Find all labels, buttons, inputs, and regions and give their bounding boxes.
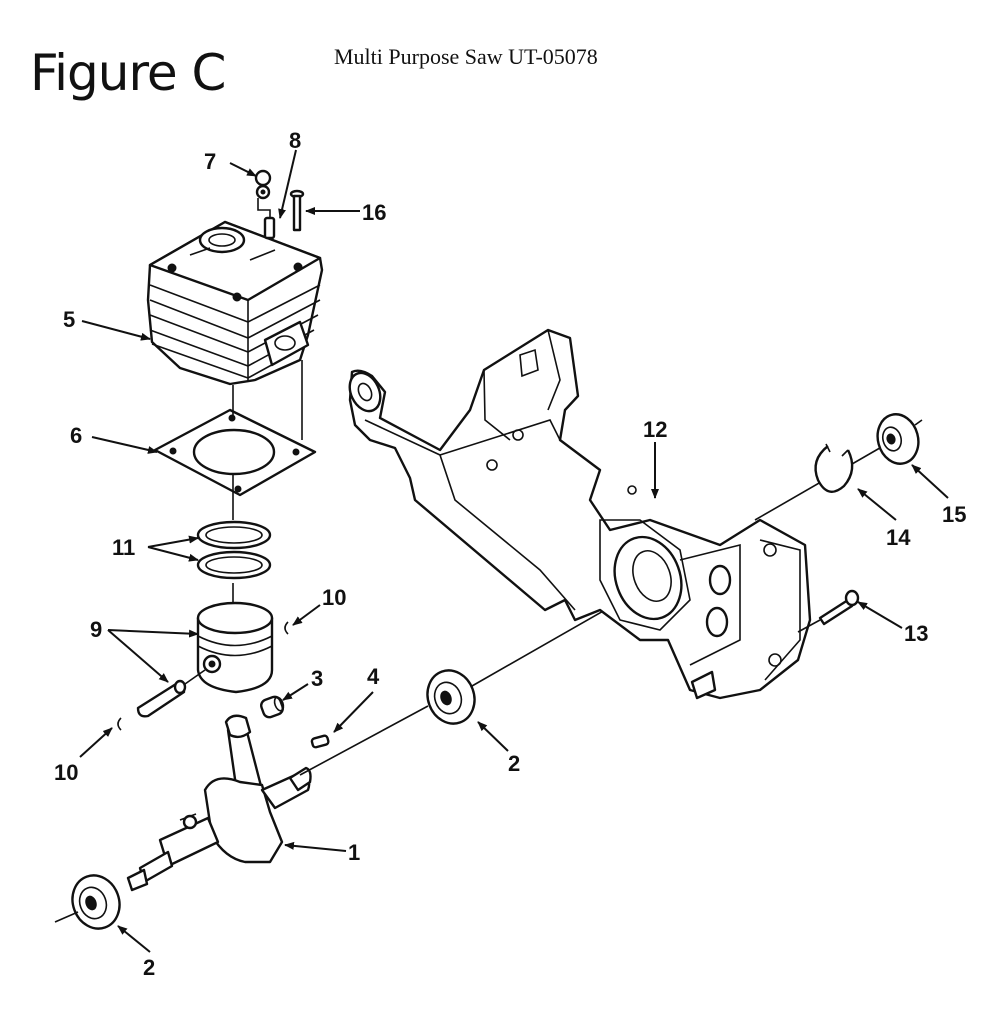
piston-rings-part: [196, 520, 272, 580]
callout-5: 5: [63, 307, 75, 332]
callout-3: 3: [311, 666, 323, 691]
callout-7: 7: [204, 149, 216, 174]
circlip-ring-part: [814, 443, 854, 493]
woodruff-key-part: [310, 734, 330, 749]
callout-14: 14: [886, 525, 911, 550]
piston-part: [196, 601, 274, 694]
figure-title: Figure C: [30, 44, 226, 102]
ball-bearing-right-part: [426, 669, 476, 725]
callout-9: 9: [90, 617, 102, 642]
cylinder-bolt-part: [289, 189, 305, 232]
ball-bearing-left-part: [54, 874, 121, 930]
callout-6: 6: [70, 423, 82, 448]
callout-8: 8: [289, 128, 301, 153]
callout-leaders: [79, 149, 949, 953]
cylinder-part: [146, 220, 324, 440]
callout-4: 4: [367, 664, 380, 689]
circlip-part: [117, 621, 289, 731]
decompression-valve-part: [263, 216, 276, 240]
callout-11: 11: [112, 535, 135, 560]
crankcase-part: [348, 328, 812, 700]
crankcase-screw-part: [797, 589, 860, 633]
callout-10-upper: 10: [322, 585, 346, 610]
callout-15: 15: [942, 502, 966, 527]
cylinder-gasket-part: [153, 408, 317, 497]
callout-1: 1: [348, 840, 360, 865]
needle-bearing-part: [260, 695, 285, 719]
oil-seal-part: [876, 413, 923, 465]
callout-2-right: 2: [508, 751, 520, 776]
callout-10-lower: 10: [54, 760, 78, 785]
callout-16: 16: [362, 200, 386, 225]
crankshaft-part: [126, 714, 312, 892]
diagram-subtitle: Multi Purpose Saw UT-05078: [334, 44, 598, 69]
piston-pin-part: [136, 669, 206, 718]
callout-12: 12: [643, 417, 667, 442]
callout-13: 13: [904, 621, 928, 646]
callout-2-left: 2: [143, 955, 155, 980]
